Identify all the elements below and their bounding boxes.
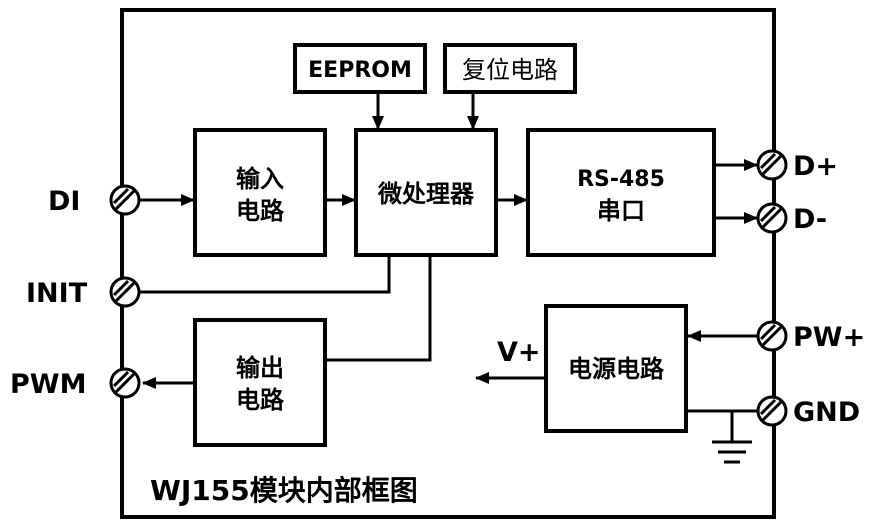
- gnd-terminal-label: GND: [793, 397, 860, 428]
- init-terminal-icon: [109, 276, 141, 308]
- di-terminal-label: DI: [48, 186, 80, 217]
- reset-circuit-label: 复位电路: [462, 56, 558, 84]
- pwm-terminal-icon: [109, 367, 141, 399]
- mcu-to-output-line: [325, 255, 432, 362]
- input-circuit-label-line1: 输入: [236, 165, 284, 193]
- dplus-terminal-icon: [756, 149, 788, 181]
- mcu-label: 微处理器: [377, 180, 475, 208]
- output-circuit-label-line2: 电路: [236, 386, 285, 414]
- init-terminal-label: INIT: [26, 278, 88, 309]
- ground-icon: [712, 411, 752, 464]
- eeprom-label: EEPROM: [308, 58, 412, 83]
- power-circuit-label: 电源电路: [568, 355, 665, 383]
- gnd-terminal-icon: [756, 395, 788, 427]
- rs485-label-line1: RS-485: [577, 167, 665, 192]
- input-circuit-block: [193, 128, 327, 257]
- vplus-label: V+: [497, 337, 541, 368]
- output-circuit-label-line1: 输出: [236, 354, 284, 382]
- dminus-terminal-icon: [756, 202, 788, 234]
- module-frame: [120, 8, 776, 519]
- pwplus-terminal-icon: [756, 320, 788, 352]
- input-circuit-label-line2: 电路: [236, 197, 285, 225]
- pwm-terminal-label: PWM: [10, 369, 86, 400]
- pwplus-terminal-label: PW+: [793, 322, 865, 353]
- rs485-label-line2: 串口: [597, 197, 645, 225]
- power-circuit-block: [544, 304, 688, 433]
- eeprom-block: [293, 43, 427, 94]
- dplus-terminal-label: D+: [793, 151, 838, 182]
- mcu-block: [354, 128, 498, 257]
- diagram-title: WJ155模块内部框图: [150, 474, 418, 507]
- reset-circuit-block: [443, 43, 577, 94]
- mcu-to-init-line: [140, 255, 391, 294]
- output-circuit-block: [193, 318, 327, 447]
- dminus-terminal-label: D-: [793, 204, 827, 235]
- di-terminal-icon: [109, 184, 141, 216]
- rs485-block: [526, 128, 716, 257]
